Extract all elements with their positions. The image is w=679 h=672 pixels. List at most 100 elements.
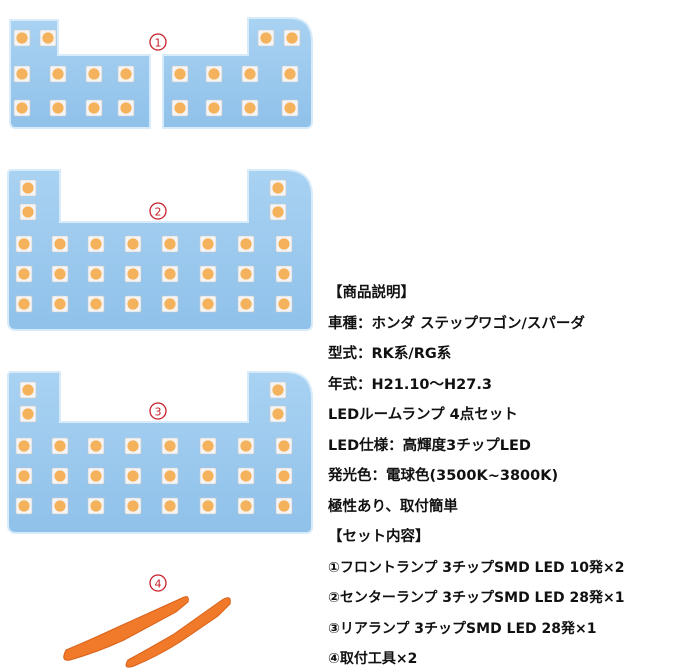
led-chip <box>124 467 142 485</box>
led-chip <box>199 295 217 313</box>
led-chip <box>15 437 33 455</box>
marker-4-label: 4 <box>155 578 162 591</box>
led-chip <box>49 99 67 117</box>
led-chip <box>87 295 105 313</box>
led-chip <box>275 497 293 515</box>
led-chip <box>87 265 105 283</box>
led-chip <box>15 295 33 313</box>
spec-color-temp: 発光色：電球色(3500K~3800K) <box>328 468 559 484</box>
led-chip <box>269 405 287 423</box>
led-chip <box>171 65 189 83</box>
led-chip <box>171 99 189 117</box>
front-lamp-board-right <box>162 17 313 129</box>
led-chip <box>199 467 217 485</box>
led-chip <box>199 235 217 253</box>
led-chip <box>51 467 69 485</box>
led-chip <box>51 437 69 455</box>
led-chip <box>13 99 31 117</box>
led-chip <box>15 265 33 283</box>
spec-item-2: ②センターランプ 3チップSMD LED 28発×1 <box>328 590 625 606</box>
led-chip <box>51 235 69 253</box>
led-chip <box>124 265 142 283</box>
led-chip <box>87 497 105 515</box>
led-chip <box>275 265 293 283</box>
led-chip <box>51 497 69 515</box>
led-chip <box>205 99 223 117</box>
spec-year: 年式：H21.10〜H27.3 <box>328 377 492 393</box>
marker-1-label: 1 <box>155 37 162 50</box>
rear-lamp-board <box>7 371 313 534</box>
led-chip <box>124 437 142 455</box>
spec-item-3: ③リアランプ 3チップSMD LED 28発×1 <box>328 621 597 637</box>
led-chip <box>161 265 179 283</box>
led-chip <box>51 265 69 283</box>
led-chip <box>87 235 105 253</box>
led-chip <box>241 99 259 117</box>
led-chip <box>19 405 37 423</box>
led-chip <box>241 65 259 83</box>
led-chip <box>161 437 179 455</box>
led-chip <box>275 467 293 485</box>
led-chip <box>269 203 287 221</box>
spec-led: LED仕様：高輝度3チップLED <box>328 438 531 454</box>
led-chip <box>161 235 179 253</box>
led-chip <box>85 65 103 83</box>
led-chip <box>15 467 33 485</box>
spec-heading: 【商品説明】 <box>328 285 415 301</box>
led-chip <box>237 437 255 455</box>
marker-3-label: 3 <box>155 406 162 419</box>
led-chip <box>161 467 179 485</box>
marker-2-label: 2 <box>155 206 162 219</box>
led-chip <box>49 65 67 83</box>
led-chip <box>117 99 135 117</box>
led-chip <box>269 179 287 197</box>
led-chip <box>161 497 179 515</box>
led-chip <box>161 295 179 313</box>
led-chip <box>257 29 275 47</box>
led-chip <box>275 437 293 455</box>
led-chip <box>281 99 299 117</box>
spec-item-1: ①フロントランプ 3チップSMD LED 10発×2 <box>328 560 625 576</box>
led-chip <box>237 265 255 283</box>
led-chip <box>39 29 57 47</box>
led-chip <box>51 295 69 313</box>
led-chip <box>237 235 255 253</box>
led-chip <box>19 381 37 399</box>
led-chip <box>124 497 142 515</box>
led-chip <box>87 437 105 455</box>
marker-2: 2 <box>149 202 167 220</box>
led-chip <box>13 65 31 83</box>
spec-model: 型式：RK系/RG系 <box>328 346 452 362</box>
led-chip <box>237 295 255 313</box>
led-chip <box>199 265 217 283</box>
center-lamp-board <box>7 169 313 331</box>
led-chip <box>15 235 33 253</box>
spec-vehicle: 車種：ホンダ ステップワゴン/スパーダ <box>328 316 585 332</box>
led-chip <box>19 203 37 221</box>
led-chip <box>205 65 223 83</box>
marker-3: 3 <box>149 402 167 420</box>
led-chip <box>237 467 255 485</box>
led-chip <box>199 437 217 455</box>
led-chip <box>85 99 103 117</box>
spec-polarity: 極性あり、取付簡単 <box>328 499 458 515</box>
led-chip <box>237 497 255 515</box>
removal-tool-right <box>125 597 231 668</box>
spec-item-4: ④取付工具×2 <box>328 651 418 667</box>
led-chip <box>275 295 293 313</box>
led-chip <box>275 235 293 253</box>
led-chip <box>281 65 299 83</box>
led-chip <box>124 235 142 253</box>
front-lamp-board-left <box>9 19 151 129</box>
led-chip <box>124 295 142 313</box>
led-chip <box>269 381 287 399</box>
led-chip <box>19 179 37 197</box>
removal-tool-left <box>63 596 189 661</box>
marker-1: 1 <box>149 33 167 51</box>
led-chip <box>117 65 135 83</box>
spec-set-heading: 【セット内容】 <box>328 529 430 545</box>
led-chips <box>13 29 301 515</box>
led-chip <box>13 29 31 47</box>
led-chip <box>199 497 217 515</box>
